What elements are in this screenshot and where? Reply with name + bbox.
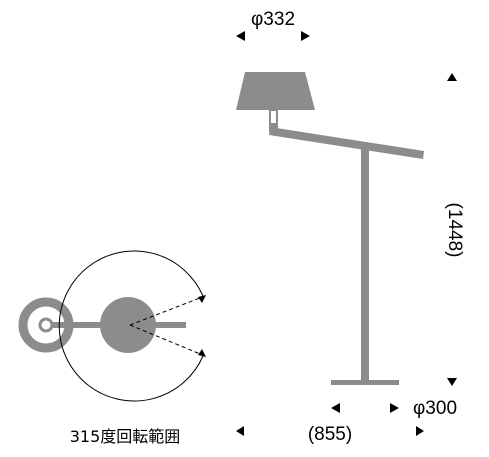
rotation-arc-end-arrow: [198, 349, 206, 357]
total-height-label: (1448): [444, 203, 465, 258]
lamp-elevation: [236, 72, 424, 385]
plan-pivot: [38, 317, 54, 333]
reach-left-arrow: [236, 426, 244, 436]
lamp-base: [331, 380, 399, 385]
plan-view: [18, 250, 206, 402]
shade-diameter-label: φ332: [251, 9, 295, 30]
shade-dim-left-arrow: [236, 31, 245, 41]
rotation-arc-start-arrow: [198, 295, 206, 303]
base-diameter-label: φ300: [413, 398, 457, 419]
base-dim-right-arrow: [390, 403, 399, 413]
base-dim-left-arrow: [331, 403, 340, 413]
rotation-range-label: 315度回転範囲: [70, 427, 181, 446]
height-top-arrow: [447, 73, 457, 81]
shade-socket: [269, 109, 278, 125]
plan-shade-ring: [18, 297, 74, 353]
arm-reach-label: (855): [308, 424, 352, 445]
dimension-markers: [236, 31, 457, 436]
socket-stem: [269, 123, 278, 132]
plan-arm: [48, 322, 186, 328]
reach-right-arrow: [416, 426, 424, 436]
lamp-arm: [269, 127, 424, 159]
height-bottom-arrow: [447, 378, 457, 386]
rotation-arc: [58, 250, 204, 402]
lamp-shade: [236, 72, 315, 110]
lamp-pole: [361, 145, 369, 383]
shade-dim-right-arrow: [301, 31, 310, 41]
